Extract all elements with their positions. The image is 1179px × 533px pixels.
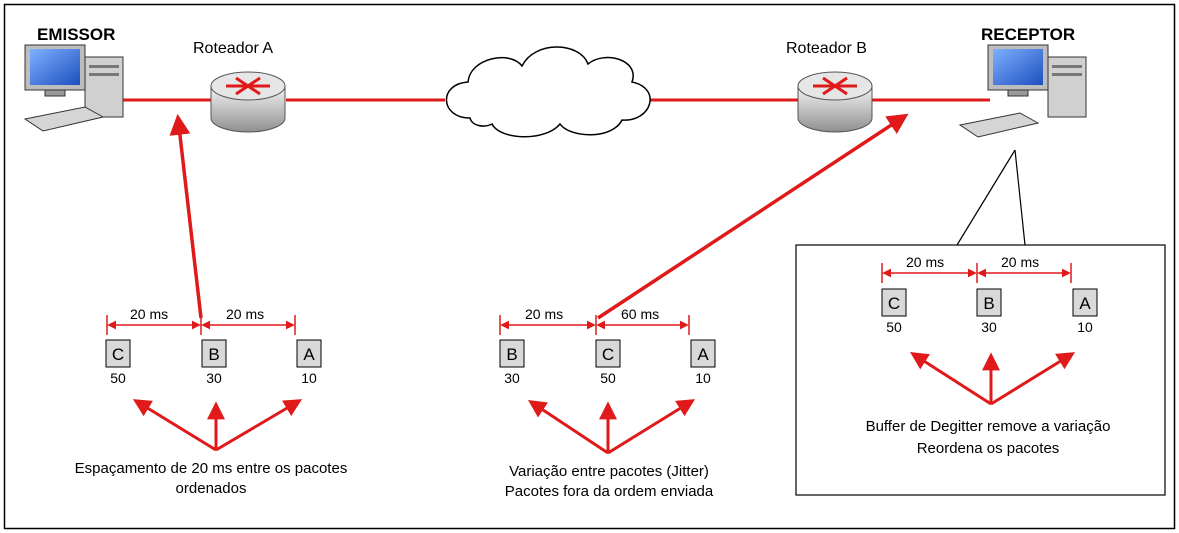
caption-line: Variação entre pacotes (Jitter) xyxy=(509,463,709,480)
packet-number: 10 xyxy=(695,370,711,386)
packet-box xyxy=(105,339,131,368)
router-b-label: Roteador B xyxy=(786,40,867,57)
interval-label: 60 ms xyxy=(621,306,659,322)
packet-number: 10 xyxy=(301,370,317,386)
interval-label: 20 ms xyxy=(525,306,563,322)
interval-label: 20 ms xyxy=(1001,254,1039,270)
packet-box xyxy=(201,339,227,368)
packet-number: 50 xyxy=(886,319,902,335)
interval-label: 20 ms xyxy=(226,306,264,322)
receiver-buffer-callout xyxy=(795,149,1166,496)
router-b-icon xyxy=(797,71,873,133)
interval-label: 20 ms xyxy=(130,306,168,322)
sender-label: EMISSOR xyxy=(37,25,115,44)
packet-letter: A xyxy=(303,345,315,364)
packet-number: 30 xyxy=(206,370,222,386)
packet-letter: C xyxy=(602,345,614,364)
caption-line: Pacotes fora da ordem enviada xyxy=(505,483,714,500)
packet-letter: C xyxy=(888,294,900,313)
receiver-computer-icon xyxy=(958,44,1087,138)
caption-line: ordenados xyxy=(176,480,247,497)
packet-box xyxy=(595,339,621,368)
caption-line: Espaçamento de 20 ms entre os pacotes xyxy=(75,460,348,477)
router-a-icon xyxy=(210,71,286,133)
packet-number: 30 xyxy=(504,370,520,386)
arrow-to-router-a xyxy=(169,113,203,319)
caption-line: Reordena os pacotes xyxy=(917,440,1060,457)
packet-box xyxy=(296,339,322,368)
group-receiver-side: 20 ms 20 ms C 50 B 30 A 10 Buffer de Deg… xyxy=(866,254,1111,457)
packet-letter: B xyxy=(506,345,517,364)
packet-number: 30 xyxy=(981,319,997,335)
packet-letter: A xyxy=(697,345,709,364)
caption-line: Buffer de Degitter remove a variação xyxy=(866,418,1111,435)
packet-letter: B xyxy=(983,294,994,313)
packet-letter: A xyxy=(1079,294,1091,313)
sender-computer-icon xyxy=(23,44,124,132)
packet-box xyxy=(1072,288,1098,317)
router-a-label: Roteador A xyxy=(193,40,273,57)
packet-box xyxy=(881,288,907,317)
receiver-label: RECEPTOR xyxy=(981,25,1075,44)
packet-letter: C xyxy=(112,345,124,364)
packet-box xyxy=(499,339,525,368)
packet-box xyxy=(976,288,1002,317)
packet-letter: B xyxy=(208,345,219,364)
arrow-to-router-b xyxy=(597,113,909,320)
packet-number: 10 xyxy=(1077,319,1093,335)
outer-frame xyxy=(3,3,1176,530)
interval-label: 20 ms xyxy=(906,254,944,270)
group-sender-side: 20 ms 20 ms C 50 B 30 A 10 Espaçamento d… xyxy=(75,306,348,497)
packet-box xyxy=(690,339,716,368)
packet-number: 50 xyxy=(600,370,616,386)
packet-number: 50 xyxy=(110,370,126,386)
group-network-side: 20 ms 60 ms B 30 C 50 A 10 Variação entr… xyxy=(499,306,716,500)
cloud-icon xyxy=(445,46,651,138)
